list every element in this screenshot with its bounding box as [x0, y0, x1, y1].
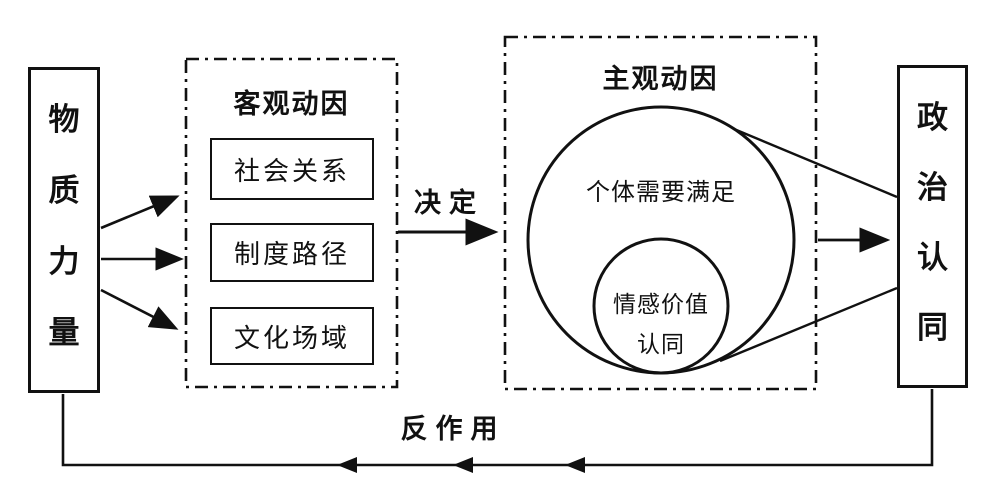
- emotional-value-line1: 情感价值: [613, 291, 709, 317]
- objective-group-title: 客观动因: [233, 89, 350, 119]
- material-power-box: 物 质 力 量: [28, 67, 100, 393]
- feedback-path: [61, 389, 934, 467]
- emotional-value-line2: 认同: [637, 331, 685, 357]
- subjective-group-border: [503, 35, 818, 391]
- individual-needs-label: 个体需要满足: [586, 179, 736, 206]
- tangent-line-bottom: [719, 286, 898, 363]
- subjective-group-title: 主观动因: [602, 64, 719, 94]
- material-power-char: 质: [48, 173, 80, 208]
- inner-emotion-circle: [592, 237, 730, 375]
- social-relations-box: 社会关系: [210, 138, 374, 200]
- objective-group-border: [184, 57, 399, 389]
- institutional-path-box: 制度路径: [210, 223, 374, 282]
- cultural-field-box: 文化场域: [210, 307, 374, 365]
- emotional-value-identity-label: 情感价值 认同: [594, 284, 728, 364]
- material-power-char: 量: [48, 315, 80, 350]
- political-identity-char: 认: [917, 240, 948, 276]
- political-identity-box: 政 治 认 同: [897, 65, 968, 388]
- material-power-char: 力: [48, 244, 80, 279]
- determine-label: 决定: [414, 188, 484, 218]
- feedback-arrowhead-right: [565, 457, 585, 473]
- feedback-arrowhead-left: [337, 457, 357, 473]
- arrow-material-to-social: [100, 195, 180, 230]
- arrow-material-to-culture: [100, 288, 179, 330]
- political-identity-char: 政: [917, 99, 948, 135]
- material-power-char: 物: [48, 102, 80, 137]
- feedback-label: 反作用: [400, 414, 506, 444]
- political-identity-char: 同: [917, 310, 948, 346]
- political-identity-char: 治: [917, 169, 948, 205]
- feedback-arrowhead-middle: [453, 457, 473, 473]
- tangent-line-top: [733, 127, 898, 199]
